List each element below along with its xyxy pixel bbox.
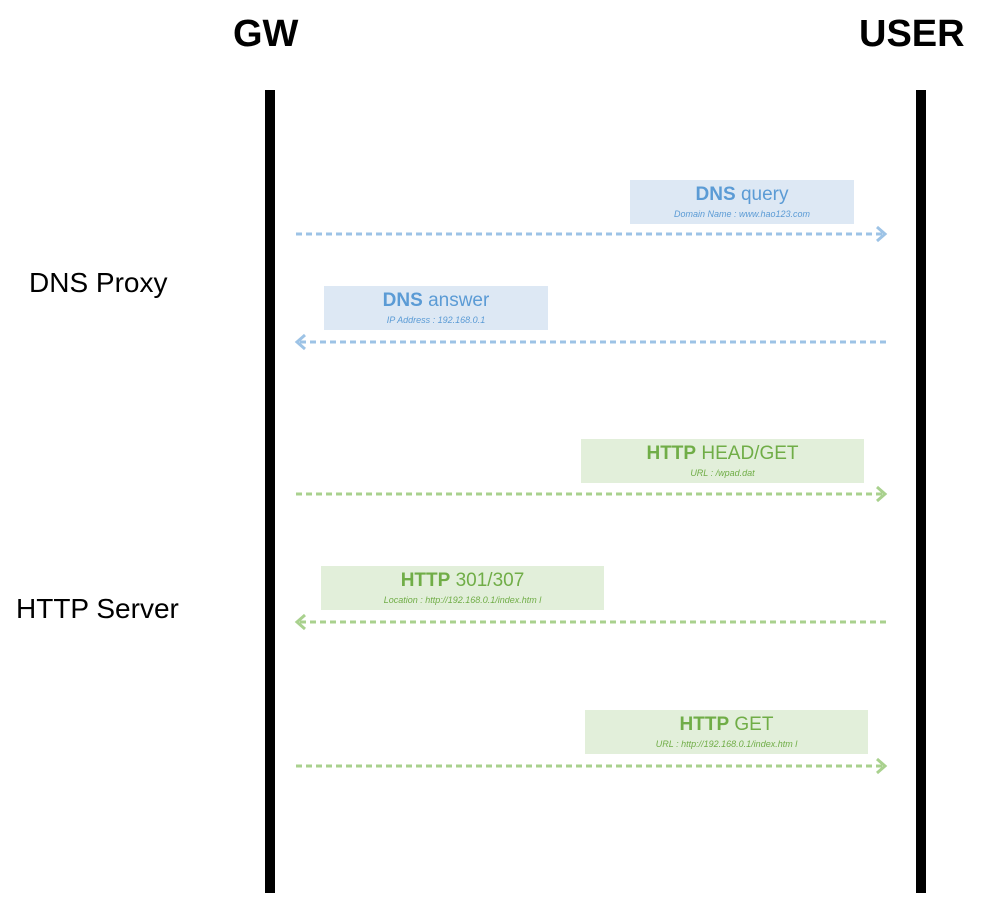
message-detail: URL : http://192.168.0.1/index.htm l (655, 739, 798, 749)
message-protocol: DNS (382, 290, 423, 311)
message-protocol: HTTP (646, 443, 697, 464)
message-title: HTTP 301/307 (321, 569, 604, 593)
actor-user-title: USER (859, 13, 965, 55)
phase-label-dns-proxy: DNS Proxy (29, 267, 168, 298)
arrow-dns-query (296, 225, 888, 243)
message-label: 301/307 (455, 570, 525, 591)
message-box-dns-answer: DNS answer IP Address : 192.168.0.1 (324, 286, 548, 330)
message-title: DNS answer (324, 289, 548, 313)
message-label: answer (428, 290, 490, 311)
message-protocol: HTTP (679, 714, 730, 735)
message-box-http-get: HTTP GET URL : http://192.168.0.1/index.… (585, 710, 868, 754)
message-title: HTTP GET (585, 713, 868, 737)
message-detail: Domain Name : www.hao123.com (673, 209, 811, 219)
arrow-http-redirect (294, 613, 887, 631)
actor-gw-title: GW (233, 13, 299, 55)
message-protocol: DNS (695, 184, 736, 205)
message-detail: URL : /wpad.dat (690, 468, 755, 478)
arrow-dns-answer (294, 333, 887, 351)
arrow-http-get (296, 757, 888, 775)
message-box-http-redirect: HTTP 301/307 Location : http://192.168.0… (321, 566, 604, 610)
message-title: DNS query (630, 183, 854, 207)
message-title: HTTP HEAD/GET (581, 442, 864, 466)
message-box-dns-query: DNS query Domain Name : www.hao123.com (630, 180, 854, 224)
user-lifeline (916, 90, 926, 893)
message-detail: Location : http://192.168.0.1/index.htm … (383, 595, 542, 605)
arrow-http-head-get (296, 485, 888, 503)
message-label: GET (734, 714, 774, 735)
message-label: HEAD/GET (701, 443, 799, 464)
phase-label-http-server: HTTP Server (16, 593, 179, 624)
message-label: query (740, 184, 789, 205)
gw-lifeline (265, 90, 275, 893)
message-protocol: HTTP (400, 570, 451, 591)
message-detail: IP Address : 192.168.0.1 (386, 315, 486, 325)
message-box-http-head-get: HTTP HEAD/GET URL : /wpad.dat (581, 439, 864, 483)
